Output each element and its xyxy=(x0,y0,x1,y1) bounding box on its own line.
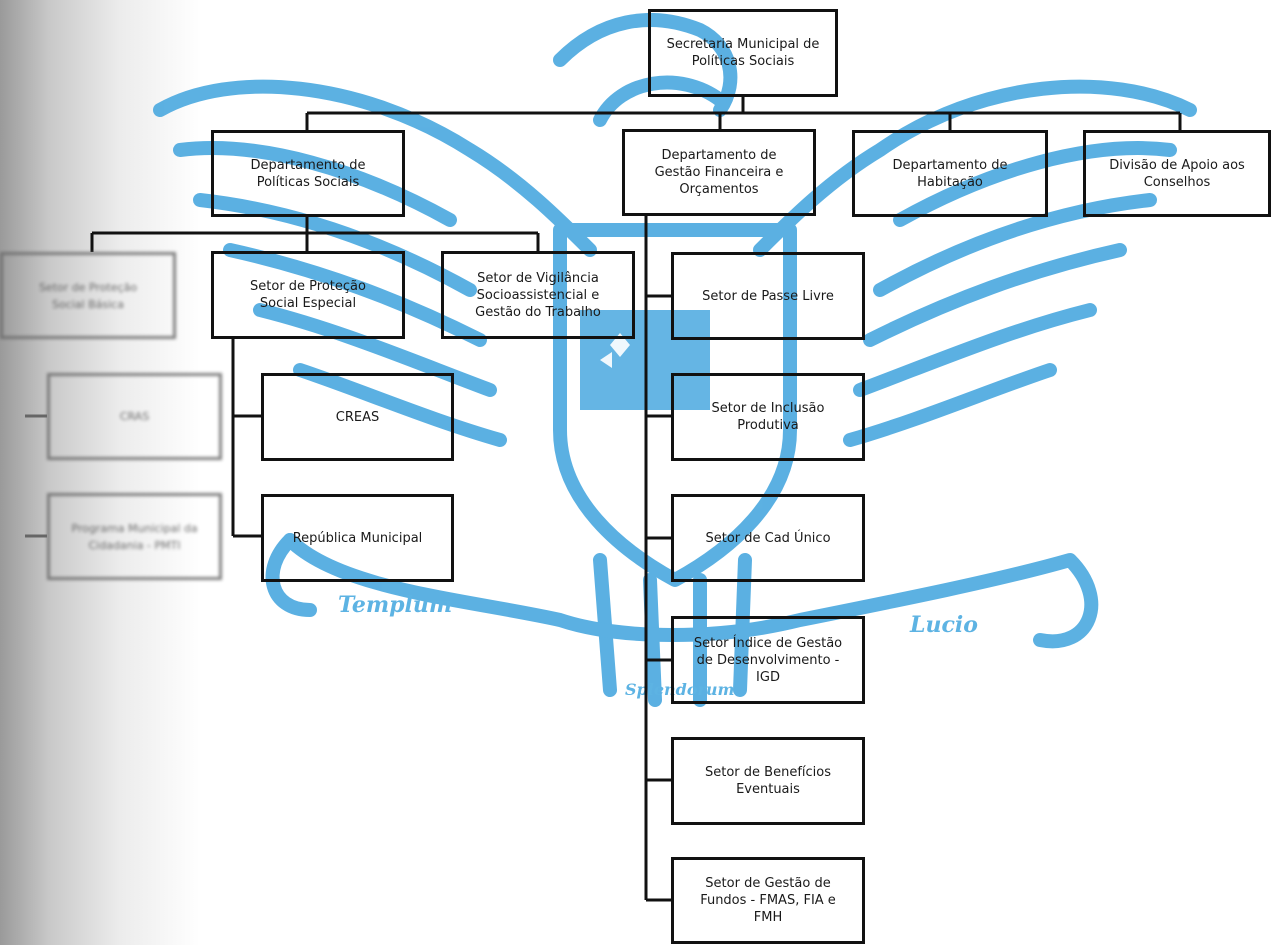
node-setor-beneficios-eventuais: Setor de Benefícios Eventuais xyxy=(671,737,865,825)
node-divisao-apoio-conselhos: Divisão de Apoio aos Conselhos xyxy=(1083,130,1271,217)
node-setor-vigilancia-socioassistencial: Setor de Vigilância Socioassistencial e … xyxy=(441,251,635,339)
node-cras: CRAS xyxy=(47,373,222,460)
node-secretaria-municipal: Secretaria Municipal de Políticas Sociai… xyxy=(648,9,838,97)
watermark-text-center: Splendorum xyxy=(625,680,735,699)
node-creas: CREAS xyxy=(261,373,454,461)
node-setor-gestao-fundos: Setor de Gestão de Fundos - FMAS, FIA e … xyxy=(671,857,865,944)
node-setor-inclusao-produtiva: Setor de Inclusão Produtiva xyxy=(671,373,865,461)
watermark-text-right: Lucio xyxy=(910,612,978,638)
scan-shadow xyxy=(0,0,200,945)
node-setor-cad-unico: Setor de Cad Único xyxy=(671,494,865,582)
node-republica-municipal: República Municipal xyxy=(261,494,454,582)
node-programa-municipal-pmti: Programa Municipal da Cidadania - PMTI xyxy=(47,493,222,580)
node-departamento-politicas-sociais: Departamento de Políticas Sociais xyxy=(211,130,405,217)
node-setor-indice-igd: Setor Índice de Gestão de Desenvolviment… xyxy=(671,616,865,704)
watermark-text-left: Templum xyxy=(338,592,453,618)
node-departamento-gestao-financeira: Departamento de Gestão Financeira e Orça… xyxy=(622,129,816,216)
node-setor-protecao-social-basica: Setor de Proteção Social Básica xyxy=(0,252,176,339)
node-setor-passe-livre: Setor de Passe Livre xyxy=(671,252,865,340)
node-setor-protecao-social-especial: Setor de Proteção Social Especial xyxy=(211,251,405,339)
node-departamento-habitacao: Departamento de Habitação xyxy=(852,130,1048,217)
